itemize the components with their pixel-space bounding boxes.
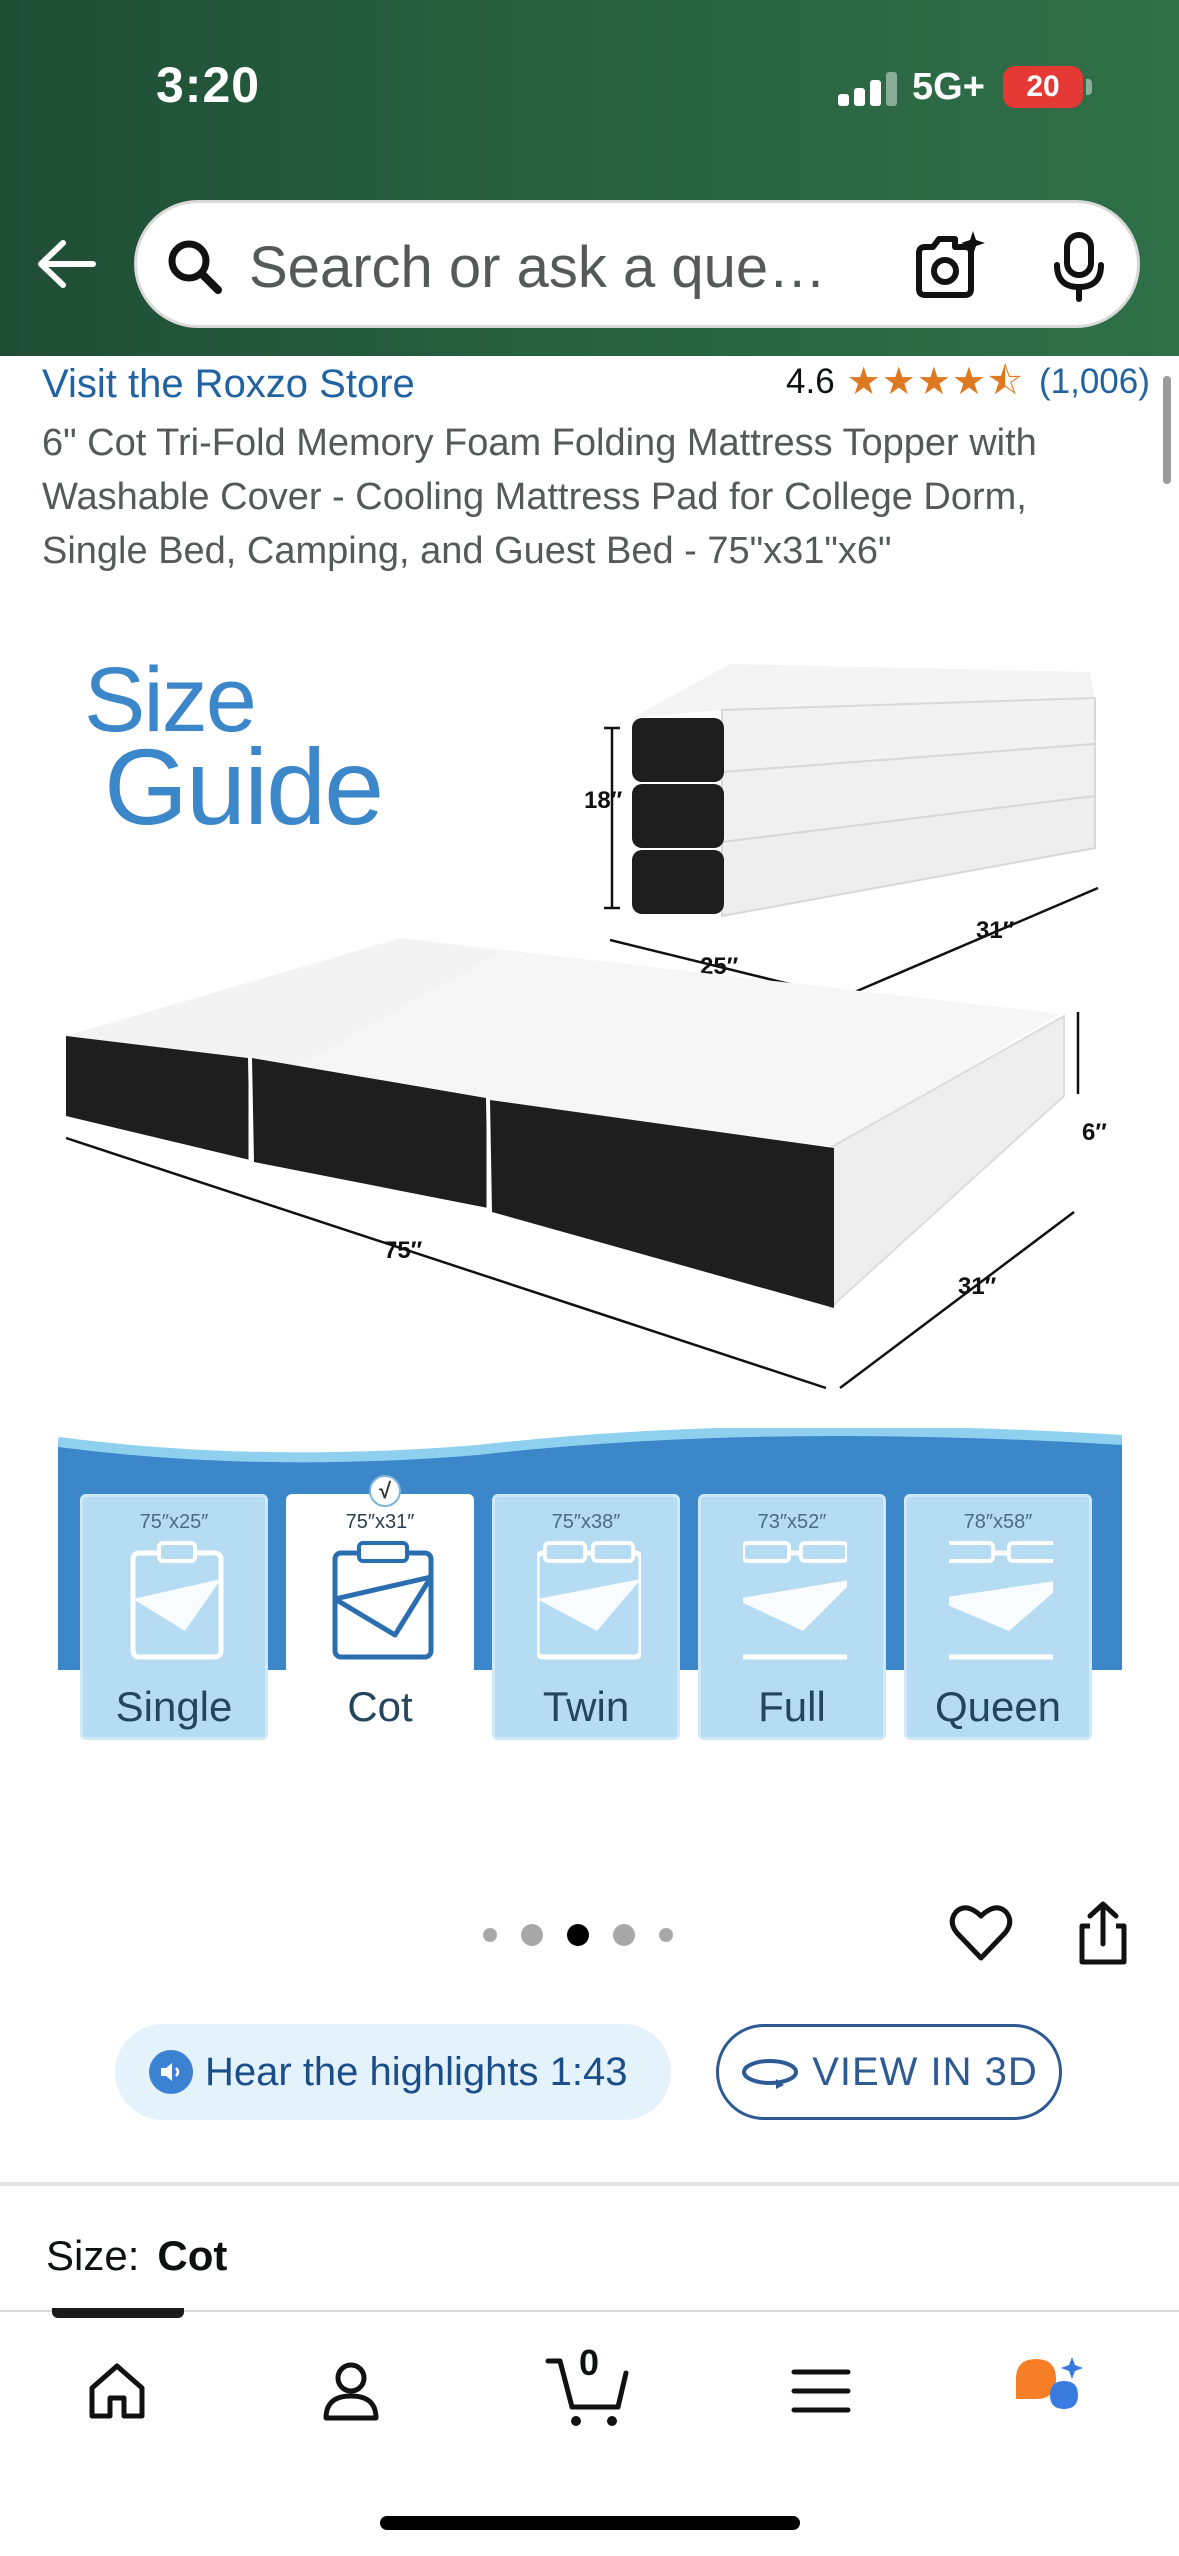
- home-icon: [89, 2363, 145, 2419]
- size-guide-heading-line1: Size: [84, 649, 257, 751]
- tab-active-indicator: [52, 2308, 184, 2318]
- cart-count-badge: 0: [578, 2342, 600, 2383]
- menu-icon: [791, 2369, 851, 2413]
- rating-count[interactable]: (1,006): [1038, 362, 1150, 401]
- back-button[interactable]: [28, 226, 104, 302]
- speaker-icon: [149, 2050, 193, 2094]
- rating-summary[interactable]: 4.6 ★ ★ ★ ★ ⯪ (1,006): [786, 362, 1150, 402]
- carousel-dot[interactable]: [659, 1928, 673, 1942]
- tab-menu[interactable]: [776, 2346, 866, 2436]
- home-indicator: [380, 2516, 800, 2530]
- size-name: Full: [758, 1683, 826, 1730]
- size-card-full[interactable]: 73″x52″ Full: [698, 1494, 886, 1740]
- size-label: Size:: [46, 2232, 140, 2279]
- size-card-single[interactable]: 75″x25″ Single: [80, 1494, 268, 1740]
- bed-icon: [949, 1541, 1053, 1660]
- rufus-icon: [1016, 2357, 1083, 2409]
- app-header: 3:20 5G+ 20: [0, 0, 1179, 356]
- cart-icon: [545, 2358, 629, 2426]
- search-bar[interactable]: [134, 200, 1140, 328]
- product-image[interactable]: Size Guide 18″ 25″ 31″: [0, 618, 1179, 1768]
- star-icon: ★: [846, 361, 881, 403]
- check-icon: √: [369, 1475, 401, 1507]
- flat-mattress: [65, 938, 1080, 1390]
- rotate-3d-icon: [742, 2059, 799, 2089]
- size-name: Cot: [347, 1683, 413, 1730]
- star-rating: ★ ★ ★ ★ ⯪: [847, 363, 1023, 401]
- search-icon: [168, 240, 222, 294]
- signal-icon: [838, 70, 898, 106]
- flat-length-label: 75″: [384, 1237, 423, 1264]
- bed-icon: [537, 1541, 641, 1660]
- size-name: Queen: [934, 1683, 1062, 1730]
- hear-highlights-label: Hear the highlights 1:43: [205, 2049, 628, 2094]
- store-link[interactable]: Visit the Roxzo Store: [42, 362, 415, 406]
- flat-width-label: 31″: [958, 1273, 997, 1300]
- tab-cart[interactable]: [542, 2346, 632, 2436]
- carousel-dot[interactable]: [483, 1928, 497, 1942]
- battery-icon: 20: [1003, 66, 1083, 108]
- network-label: 5G+: [912, 66, 985, 108]
- half-star-icon: ⯪: [986, 361, 1023, 403]
- carousel-dot[interactable]: [521, 1924, 543, 1946]
- size-dims: 73″x52″: [757, 1511, 827, 1533]
- microphone-icon[interactable]: [1041, 229, 1117, 305]
- size-options: 75″x25″ Single √ 75″x31″ Cot 75″x38″: [80, 1475, 1100, 1744]
- arrow-left-icon: [38, 240, 96, 288]
- search-input[interactable]: [249, 229, 1019, 305]
- account-icon: [323, 2362, 379, 2421]
- folded-mattress: [604, 664, 1099, 996]
- bed-icon: [743, 1541, 847, 1660]
- camera-sparkle-icon[interactable]: [909, 227, 989, 307]
- size-name: Twin: [542, 1683, 630, 1730]
- tab-rufus[interactable]: [1008, 2346, 1098, 2436]
- hear-highlights-button[interactable]: Hear the highlights 1:43: [115, 2024, 671, 2120]
- heart-outline-icon[interactable]: [948, 1900, 1014, 1966]
- size-card-twin[interactable]: 75″x38″ Twin: [492, 1494, 680, 1740]
- scroll-indicator: [1163, 376, 1171, 484]
- tab-home[interactable]: [72, 2346, 162, 2436]
- battery-cap: [1086, 79, 1092, 95]
- section-divider: [0, 2182, 1179, 2186]
- view-in-3d-button[interactable]: VIEW IN 3D: [716, 2024, 1062, 2120]
- star-icon: ★: [951, 361, 986, 403]
- view-in-3d-label: VIEW IN 3D: [812, 2049, 1038, 2094]
- size-dims: 75″x31″: [345, 1511, 415, 1533]
- status-time: 3:20: [156, 57, 261, 113]
- folded-height-label: 18″: [584, 787, 623, 814]
- carousel-dot[interactable]: [613, 1924, 635, 1946]
- size-card-cot[interactable]: √ 75″x31″ Cot: [286, 1475, 474, 1740]
- star-icon: ★: [881, 361, 916, 403]
- bottom-tab-bar: [0, 2310, 1179, 2556]
- size-name: Single: [115, 1683, 233, 1730]
- star-icon: ★: [916, 361, 951, 403]
- mattress-illustration: 18″ 25″ 31″ 75″ 31″ 6″: [65, 664, 1107, 1390]
- size-dims: 78″x58″: [963, 1511, 1033, 1533]
- tab-account[interactable]: [306, 2346, 396, 2436]
- bed-icon: [332, 1541, 434, 1660]
- carousel-dot-active[interactable]: [567, 1924, 589, 1946]
- rating-value: 4.6: [786, 362, 835, 401]
- bed-icon: [130, 1541, 224, 1660]
- product-title: 6" Cot Tri-Fold Memory Foam Folding Matt…: [42, 422, 1037, 572]
- size-card-queen[interactable]: 78″x58″ Queen: [904, 1494, 1092, 1740]
- folded-depth-label: 31″: [976, 917, 1015, 944]
- size-value: Cot: [157, 2232, 228, 2279]
- size-dims: 75″x38″: [551, 1511, 621, 1533]
- flat-height-label: 6″: [1082, 1119, 1107, 1146]
- share-icon[interactable]: [1070, 1900, 1136, 1966]
- size-selector[interactable]: Size: Cot: [46, 2232, 227, 2280]
- size-guide-heading-line2: Guide: [104, 726, 384, 847]
- carousel-dots[interactable]: [483, 1924, 673, 1946]
- size-dims: 75″x25″: [139, 1511, 209, 1533]
